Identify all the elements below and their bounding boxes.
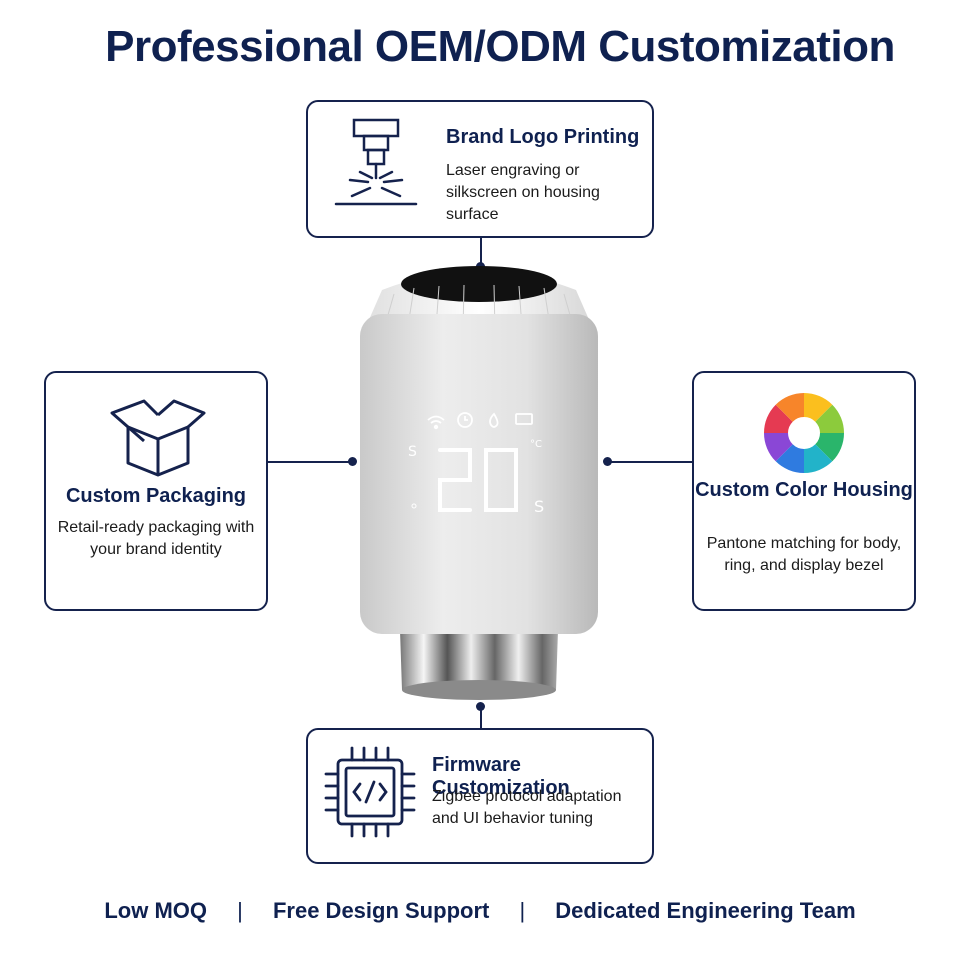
svg-text:S: S	[534, 497, 544, 516]
connector-dot-right	[603, 457, 612, 466]
page-title: Professional OEM/ODM Customization	[105, 22, 895, 71]
card-firmware-customization: Firmware Customization Zigbee protocol a…	[306, 728, 654, 864]
card-description: Zigbee protocol adaptation and UI behavi…	[432, 788, 622, 827]
card-custom-packaging: Custom Packaging Retail-ready packaging …	[44, 371, 268, 611]
card-title: Brand Logo Printing	[446, 126, 640, 148]
card-title: Firmware Customization	[432, 754, 570, 799]
chip-code-icon	[324, 746, 416, 838]
card-title: Custom Packaging	[65, 485, 247, 507]
card-description: Retail-ready packaging with your brand i…	[57, 519, 255, 558]
svg-text:S: S	[408, 444, 417, 460]
card-title: Custom Color Housing	[695, 479, 913, 501]
color-wheel-icon	[764, 393, 844, 473]
thermostat-device-image: °C S S	[360, 266, 598, 700]
connector-dot-bottom	[476, 702, 485, 711]
box-icon	[110, 399, 206, 477]
footer-separator: |	[237, 898, 243, 923]
footer-separator: |	[519, 898, 526, 923]
footer-item-free-design-support: Free Design Support	[272, 898, 490, 923]
connector-top	[480, 238, 482, 266]
footer-item-low-moq: Low MOQ	[104, 898, 207, 923]
card-brand-logo-printing: Brand Logo Printing Laser engraving or s…	[306, 100, 654, 238]
laser-engraver-icon	[334, 118, 418, 206]
card-description: Pantone matching for body, ring, and dis…	[706, 535, 902, 574]
card-description: Laser engraving or silkscreen on housing…	[446, 162, 600, 223]
connector-bottom	[480, 704, 482, 728]
temperature-unit: °C	[530, 439, 542, 450]
footer-item-dedicated-engineering-team: Dedicated Engineering Team	[555, 898, 856, 923]
card-custom-color-housing: Custom Color Housing Pantone matching fo…	[692, 371, 916, 611]
connector-right	[608, 461, 692, 463]
footer-features: Low MOQ | Free Design Support | Dedicate…	[0, 898, 960, 924]
connector-left	[268, 461, 352, 463]
connector-dot-left	[348, 457, 357, 466]
